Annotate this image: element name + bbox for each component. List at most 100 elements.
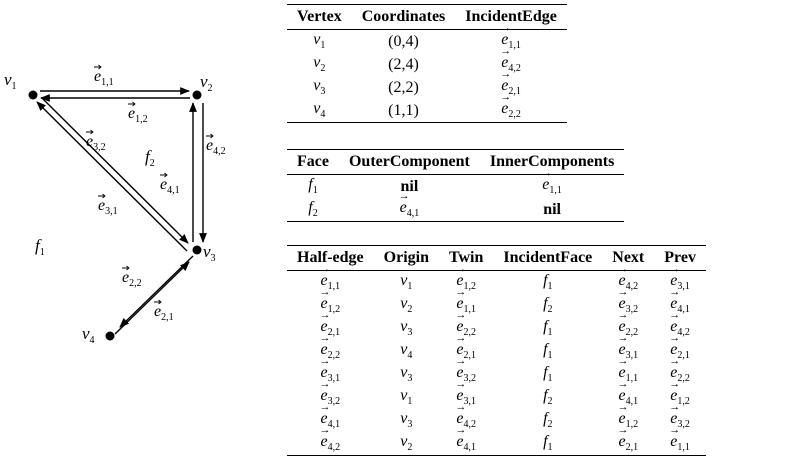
half-edge-symbol-base: e — [320, 355, 331, 382]
prev-symbol-base: e — [669, 401, 680, 428]
incident-face-cell: f2 — [493, 294, 602, 317]
twin-symbol-sub: 4,2 — [463, 419, 477, 431]
next-symbol-base: e — [617, 355, 628, 382]
next-cell: e2,2 — [602, 309, 654, 340]
prev-symbol-base: e — [669, 309, 680, 336]
twin-symbol-sub: 2,1 — [463, 350, 477, 362]
vertex-label-v1: v1 — [4, 70, 17, 92]
table-row: v1(0,4)e1,1 — [287, 22, 567, 54]
vertex-symbol-sub: 3 — [320, 86, 326, 98]
prev-symbol-base: e — [669, 286, 680, 313]
table-row: v4(1,1)e2,2 — [287, 91, 567, 123]
vertex-v2-dot — [192, 90, 202, 100]
prev-symbol-base: e — [669, 263, 680, 290]
prev-symbol: e1,1 — [669, 424, 690, 453]
origin-symbol-sub: 1 — [407, 396, 413, 408]
next-cell: e2,1 — [602, 424, 655, 456]
inner-components-cell-edge: e1,1 — [541, 167, 562, 196]
column-header: Coordinates — [351, 4, 456, 30]
incident-edge-symbol-base: e — [500, 45, 511, 72]
next-symbol-sub: 1,1 — [625, 373, 639, 385]
svg-text:e3,2: e3,2 — [86, 133, 106, 153]
incident-face-symbol: f1 — [543, 433, 552, 453]
twin-cell: e4,1 — [439, 424, 494, 456]
vertex-symbol: v1 — [313, 31, 325, 51]
face-symbol-base: f — [308, 176, 313, 194]
vertex-v4-dot — [105, 331, 115, 341]
next-symbol-sub: 3,1 — [625, 350, 639, 362]
half-edge-cell: e4,2 — [287, 424, 374, 456]
incident-face-symbol-sub: 1 — [547, 442, 553, 454]
origin-symbol-sub: 3 — [407, 419, 413, 431]
incident-edge-cell: e1,1 — [455, 22, 567, 54]
incident-face-cell: f1 — [493, 340, 602, 363]
next-symbol-sub: 2,1 — [625, 442, 639, 454]
next-symbol: e2,2 — [617, 309, 638, 338]
incident-face-symbol-sub: 2 — [547, 419, 553, 431]
next-symbol-sub: 1,2 — [625, 419, 639, 431]
origin-symbol-base: v — [400, 295, 408, 313]
prev-symbol-base: e — [669, 378, 680, 405]
twin-symbol: e4,1 — [455, 424, 476, 453]
table-row: f1nile1,1 — [287, 167, 624, 199]
twin-symbol-base: e — [455, 378, 466, 405]
twin-symbol-sub: 1,2 — [463, 281, 477, 293]
incident-edge-symbol: e4,2 — [500, 45, 521, 74]
twin-symbol-base: e — [455, 286, 466, 313]
origin-symbol-sub: 3 — [407, 327, 413, 339]
twin-cell: e2,1 — [439, 332, 493, 363]
incident-edge-symbol: e2,1 — [500, 68, 521, 97]
origin-symbol-base: v — [400, 318, 408, 336]
origin-symbol: v3 — [400, 318, 412, 338]
half-edge-symbol: e3,1 — [320, 355, 341, 384]
twin-cell: e3,2 — [439, 355, 493, 386]
origin-symbol: v3 — [400, 410, 412, 430]
vertex-table-header: Vertex Coordinates IncidentEdge — [287, 4, 567, 30]
table-row: e1,2v2e1,1f2e3,2e4,1 — [287, 286, 706, 317]
vertex-label-v3: v3 — [203, 242, 216, 264]
prev-cell: e3,2 — [654, 401, 706, 432]
next-symbol: e1,1 — [617, 355, 638, 384]
twin-symbol-sub: 3,1 — [463, 396, 477, 408]
half-edge-graph: v1 v2 v3 v4 e1,1 e1,2 e3,2 e3,1 e4,2 e4,… — [4, 64, 226, 346]
half-edge-cell: e1,2 — [287, 286, 374, 317]
next-symbol-sub: 4,2 — [625, 281, 639, 293]
incident-edge-symbol-sub: 2,2 — [508, 109, 521, 121]
next-symbol-base: e — [617, 424, 628, 451]
origin-symbol: v4 — [400, 341, 412, 361]
origin-symbol: v2 — [400, 433, 412, 453]
vertex-symbol-base: v — [313, 100, 321, 118]
face-symbol-sub: 2 — [312, 208, 318, 220]
incident-face-symbol-base: f — [543, 272, 548, 290]
half-edge-symbol-sub: 2,2 — [327, 350, 341, 362]
incident-edge-symbol-base: e — [500, 22, 511, 49]
incident-face-symbol-sub: 1 — [547, 327, 553, 339]
incident-face-symbol-base: f — [543, 387, 548, 405]
half-edge-symbol-base: e — [320, 286, 331, 313]
coordinates-value: (1,1) — [388, 101, 419, 119]
prev-symbol-sub: 2,2 — [677, 373, 690, 385]
svg-text:e3,1: e3,1 — [98, 197, 118, 217]
origin-symbol-sub: 4 — [407, 350, 413, 362]
origin-symbol: v3 — [400, 364, 412, 384]
prev-symbol: e1,2 — [669, 378, 690, 407]
coordinates-cell: (1,1) — [351, 99, 456, 123]
incident-face-symbol: f2 — [543, 295, 552, 315]
edge-label-e42: e4,2 — [206, 133, 226, 157]
half-edge-symbol-base: e — [320, 378, 331, 405]
incident-face-symbol: f1 — [543, 364, 552, 384]
incident-edge-cell: e2,2 — [455, 91, 567, 123]
half-edge-cell: e3,2 — [287, 378, 374, 409]
origin-cell: v2 — [374, 294, 439, 317]
origin-cell: v1 — [374, 271, 439, 295]
prev-symbol-sub: 4,1 — [677, 304, 690, 316]
twin-cell: e1,2 — [439, 263, 493, 295]
column-header: IncidentFace — [493, 245, 603, 271]
column-header: Origin — [373, 245, 439, 271]
face-cell: f1 — [287, 175, 339, 199]
half-edge-symbol: e2,1 — [320, 309, 341, 338]
inner-components-cell-edge-base: e — [541, 167, 552, 194]
prev-cell: e1,2 — [654, 378, 706, 409]
incident-face-cell: f1 — [493, 271, 602, 295]
